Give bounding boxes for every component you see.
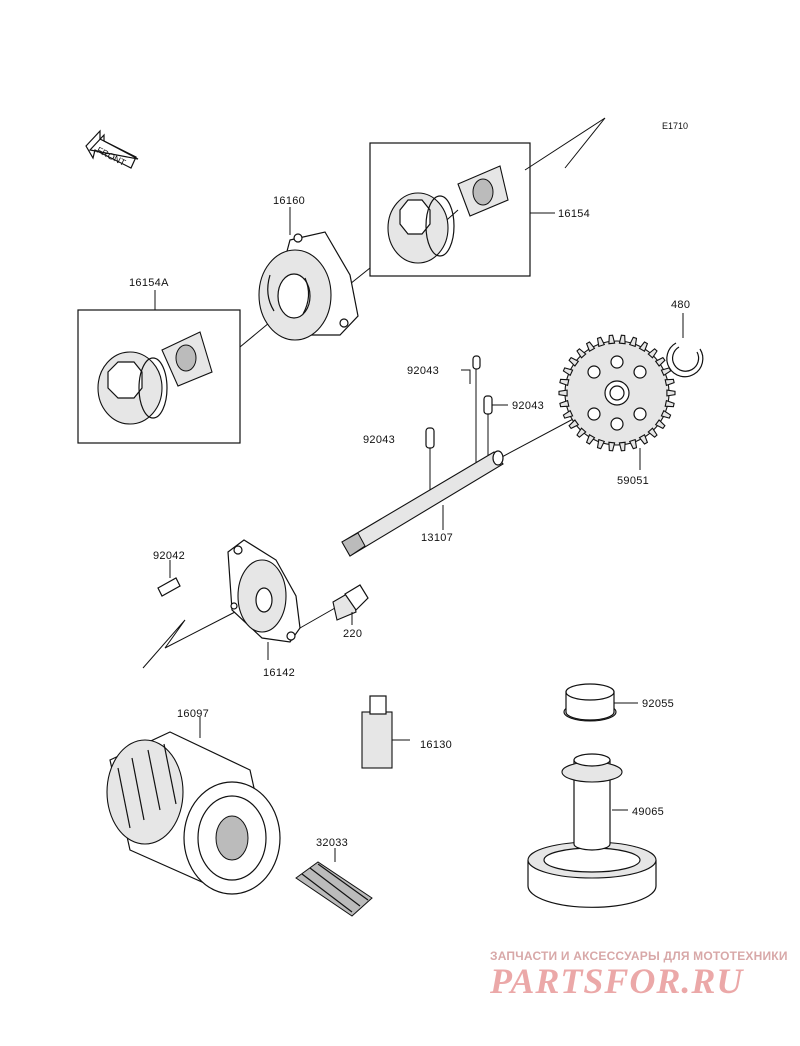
sprocket-tooth [585,341,596,353]
sprocket-tooth [647,427,658,438]
sprocket-tooth [654,356,666,367]
diagram-code: E1710 [662,121,688,131]
sprocket-tooth [558,389,568,397]
part-label: 480 [671,299,690,311]
pump-cover-16142 [227,539,301,660]
watermark-caption: ЗАПЧАСТИ И АКСЕССУАРЫ ДЛЯ МОТОТЕХНИКИ [490,949,788,963]
part-label: 92055 [642,698,674,710]
bolt-220 [332,584,369,625]
sprocket-tooth [559,378,570,387]
sprocket-tooth [664,399,675,408]
sprocket-tooth [647,348,658,359]
part-label: 32033 [316,837,348,849]
sprocket-tooth [618,441,626,452]
part-number-labels: 16160 16154 16154A 480 92043 92043 92043… [129,195,690,849]
dowel-pins-92043 [425,355,508,495]
part-label: 92043 [407,365,439,377]
part-label: 220 [343,628,362,640]
sprocket-59051 [558,334,676,470]
sprocket-tooth [660,409,672,419]
sprocket-tooth [660,367,672,377]
part-label: 16154 [558,208,590,220]
sprocket-tooth [576,427,587,438]
sprocket-tooth [638,341,649,353]
sprocket-tooth [596,336,606,348]
sprocket-tooth [664,378,675,387]
sprocket-tooth [576,348,587,359]
fitting-16130 [361,695,410,769]
circlip-480 [666,313,704,378]
part-label: 59051 [617,475,649,487]
cap-92055 [563,683,638,722]
part-label: 92043 [512,400,544,412]
front-arrow-icon: FRONT [85,129,139,169]
sprocket-tooth [638,433,649,445]
assembly-axis-lines [142,117,606,669]
rotor-box-16154A [77,290,241,444]
part-label: 16130 [420,739,452,751]
sprocket-tooth [666,389,676,397]
part-label: 49065 [632,806,664,818]
sprocket-tooth [596,438,606,450]
sprocket-tooth [628,438,638,450]
watermark-logo: PARTSFOR.RU [490,961,744,1001]
sprocket-tooth [608,441,616,452]
sprocket-tooth [585,433,596,445]
sprocket-tooth [608,334,616,345]
oil-filter-16097 [106,717,281,895]
strainer-49065 [527,753,657,908]
pin-92042 [157,560,181,597]
part-label: 16160 [273,195,305,207]
spring-32033 [295,848,373,917]
part-label: 16154A [129,277,169,289]
sprocket-tooth [654,419,666,430]
part-label: 92042 [153,550,185,562]
part-label: 16142 [263,667,295,679]
sprocket-tooth [568,419,580,430]
sprocket-tooth [559,399,570,408]
sprocket-tooth [562,409,574,419]
pump-housing-16160 [258,207,359,341]
sprocket-tooth [618,334,626,345]
part-label: 92043 [363,434,395,446]
sprocket-tooth [628,336,638,348]
sprocket-tooth [562,367,574,377]
pump-shaft-13107 [341,450,504,557]
part-label: 13107 [421,532,453,544]
part-label: 16097 [177,708,209,720]
sprocket-tooth [568,356,580,367]
inner-rotor-box-16154 [369,142,555,277]
